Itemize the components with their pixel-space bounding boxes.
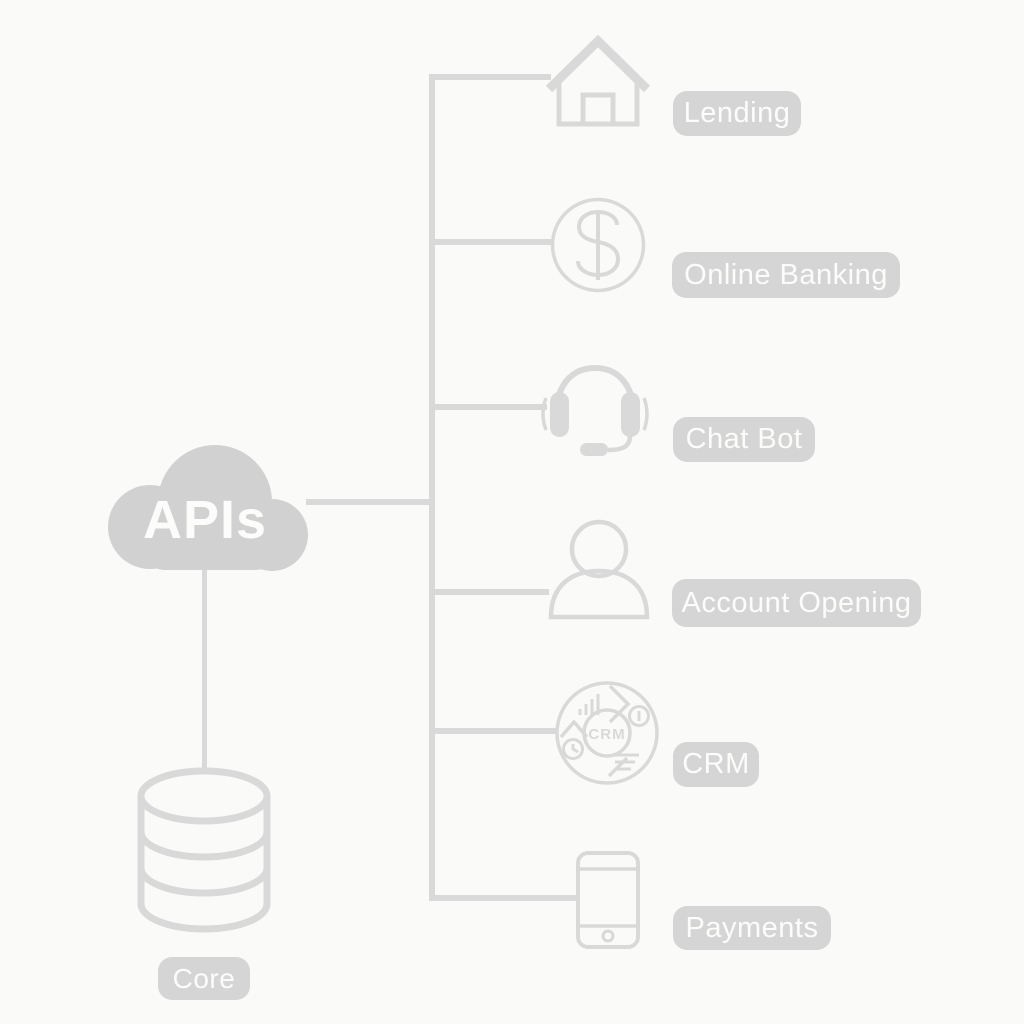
crm-label: CRM (682, 748, 750, 780)
core-label: Core (172, 962, 236, 994)
headset-icon (541, 364, 649, 456)
lending-label: Lending (683, 97, 791, 129)
cloud-icon (108, 445, 308, 571)
chat-bot-label: Chat Bot (685, 423, 803, 455)
connector-cloud-to-trunk (306, 499, 432, 505)
online-banking-label-pill: Online Banking (672, 252, 900, 298)
payments-label: Payments (685, 911, 819, 944)
crm-label-pill: CRM (673, 742, 759, 787)
crm-cycle-icon: CRM (555, 681, 659, 785)
connector-trunk (429, 74, 435, 901)
crm-icon-center-label: CRM (588, 726, 625, 743)
account-opening-label: Account Opening (681, 586, 912, 619)
core-label-pill: Core (158, 957, 250, 1000)
hub-label: APIs (142, 490, 268, 550)
connector-branch-crm (435, 728, 557, 734)
house-icon (545, 34, 651, 127)
dollar-circle-icon (550, 197, 646, 293)
connector-branch-online-banking (435, 239, 551, 245)
lending-label-pill: Lending (673, 91, 801, 136)
chat-bot-label-pill: Chat Bot (673, 417, 815, 462)
online-banking-label: Online Banking (684, 258, 888, 291)
smartphone-icon (576, 851, 640, 949)
connector-cloud-to-core (202, 567, 207, 770)
api-cloud-hub: APIs (100, 437, 310, 572)
account-opening-label-pill: Account Opening (672, 579, 921, 627)
database-icon (137, 767, 271, 933)
connector-branch-chat-bot (435, 404, 547, 410)
connector-branch-lending (435, 74, 551, 80)
connector-branch-account-opening (435, 589, 549, 595)
connector-branch-payments (435, 895, 577, 901)
person-icon (548, 519, 650, 620)
payments-label-pill: Payments (673, 906, 831, 950)
